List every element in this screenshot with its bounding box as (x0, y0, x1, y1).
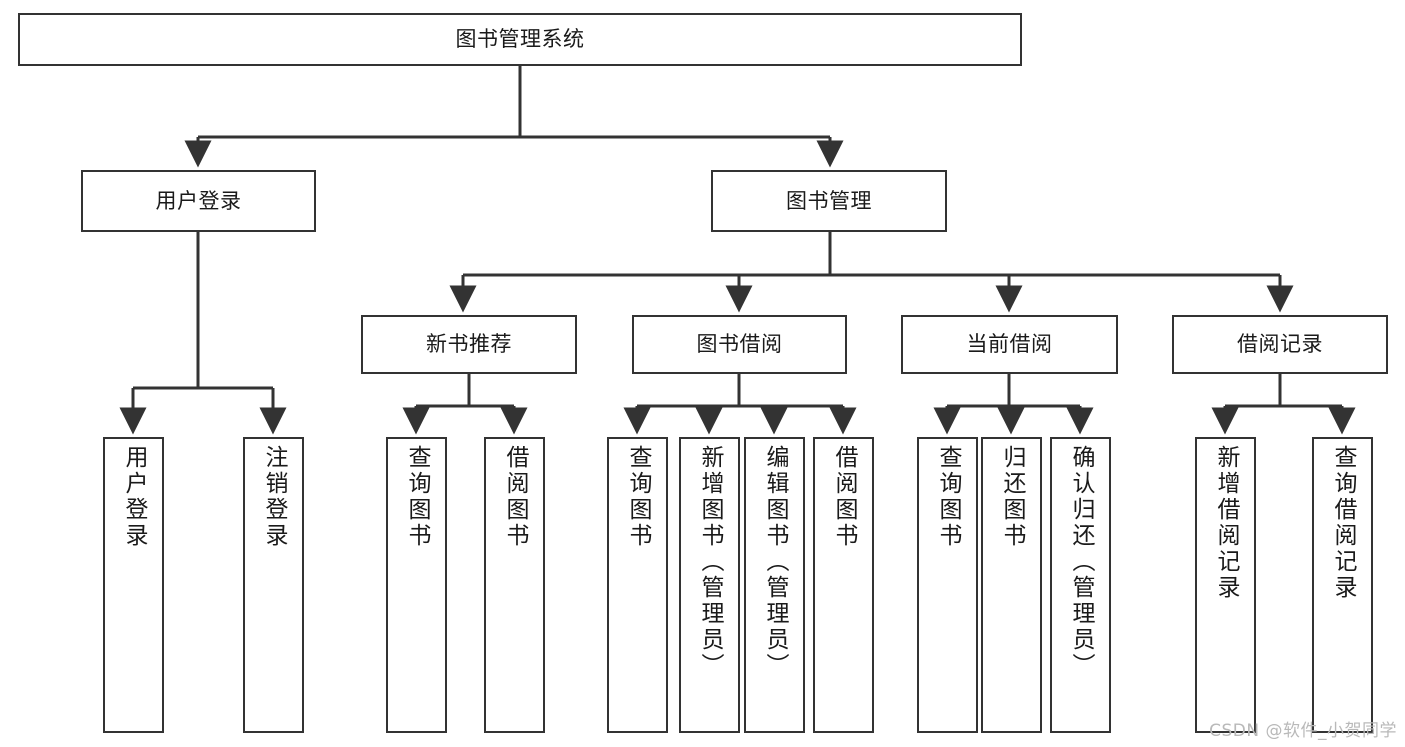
node-leaf-add-record[interactable]: 新增借阅记录 (1195, 437, 1256, 733)
node-leaf-add-book-label: 新增图书（管理员） (697, 445, 723, 679)
node-root-label: 图书管理系统 (455, 27, 585, 52)
node-book-borrow[interactable]: 图书借阅 (632, 315, 847, 374)
node-leaf-borrow-book-2[interactable]: 借阅图书 (813, 437, 874, 733)
node-leaf-query-record-label: 查询借阅记录 (1330, 445, 1356, 601)
node-leaf-add-book[interactable]: 新增图书（管理员） (679, 437, 740, 733)
node-leaf-query-book-3-label: 查询图书 (935, 445, 961, 549)
node-book-borrow-label: 图书借阅 (696, 332, 783, 357)
csdn-watermark: CSDN @软件_小贺同学 (1209, 721, 1397, 741)
node-leaf-user-login[interactable]: 用户登录 (103, 437, 164, 733)
node-leaf-borrow-book-2-label: 借阅图书 (831, 445, 857, 549)
node-new-book-rec[interactable]: 新书推荐 (361, 315, 577, 374)
node-leaf-confirm-return-label: 确认归还（管理员） (1068, 445, 1094, 679)
node-leaf-edit-book-label: 编辑图书（管理员） (762, 445, 788, 679)
node-leaf-borrow-book-1[interactable]: 借阅图书 (484, 437, 545, 733)
node-leaf-borrow-book-1-label: 借阅图书 (502, 445, 528, 549)
node-leaf-query-book-1[interactable]: 查询图书 (386, 437, 447, 733)
node-leaf-user-logout[interactable]: 注销登录 (243, 437, 304, 733)
node-leaf-return-book[interactable]: 归还图书 (981, 437, 1042, 733)
node-leaf-query-book-1-label: 查询图书 (404, 445, 430, 549)
node-borrow-record-label: 借阅记录 (1237, 332, 1323, 357)
node-leaf-user-login-label: 用户登录 (121, 445, 147, 549)
node-borrow-record[interactable]: 借阅记录 (1172, 315, 1388, 374)
node-leaf-query-book-3[interactable]: 查询图书 (917, 437, 978, 733)
node-leaf-query-book-2-label: 查询图书 (625, 445, 651, 549)
node-book-manage[interactable]: 图书管理 (711, 170, 947, 232)
node-current-borrow-label: 当前借阅 (966, 332, 1053, 357)
node-leaf-confirm-return[interactable]: 确认归还（管理员） (1050, 437, 1111, 733)
node-current-borrow[interactable]: 当前借阅 (901, 315, 1118, 374)
node-leaf-edit-book[interactable]: 编辑图书（管理员） (744, 437, 805, 733)
node-leaf-query-record[interactable]: 查询借阅记录 (1312, 437, 1373, 733)
node-new-book-rec-label: 新书推荐 (426, 332, 512, 357)
node-user-login-label: 用户登录 (155, 188, 242, 213)
node-user-login[interactable]: 用户登录 (81, 170, 316, 232)
node-leaf-add-record-label: 新增借阅记录 (1213, 445, 1239, 601)
node-leaf-return-book-label: 归还图书 (999, 445, 1025, 549)
node-root[interactable]: 图书管理系统 (18, 13, 1022, 66)
node-leaf-query-book-2[interactable]: 查询图书 (607, 437, 668, 733)
node-book-manage-label: 图书管理 (786, 188, 872, 213)
node-leaf-user-logout-label: 注销登录 (261, 445, 287, 549)
